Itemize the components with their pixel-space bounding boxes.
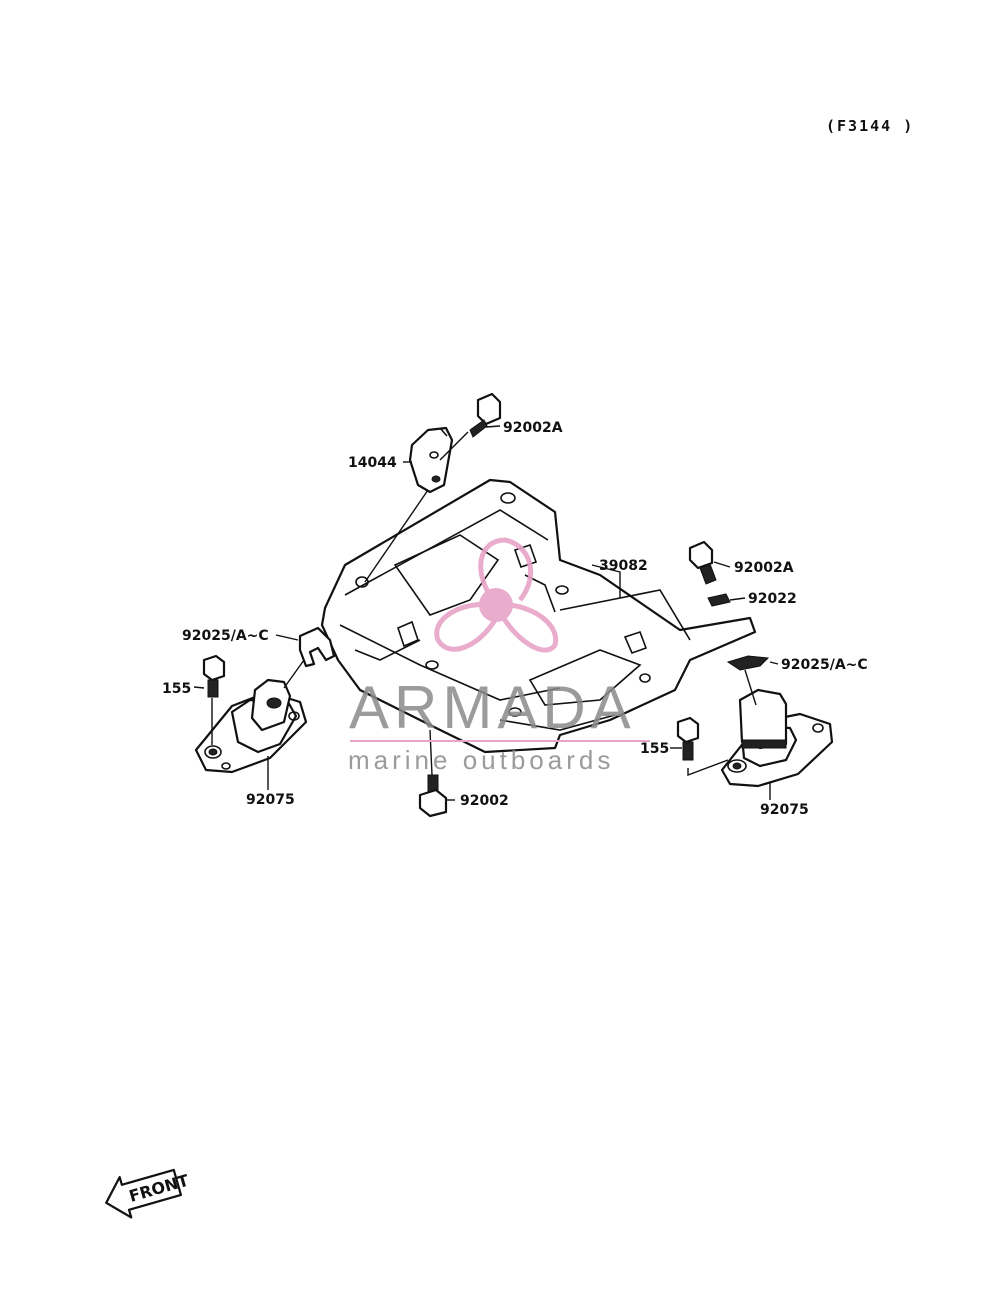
label-bolt-155-right: 155	[640, 741, 669, 757]
engine-mount-92075-right	[720, 688, 834, 788]
label-bolt-92002a-top: 92002A	[503, 420, 563, 436]
front-arrow-icon: FRONT	[105, 1168, 191, 1219]
label-plate-39082: 39082	[599, 558, 648, 574]
leader-lines	[193, 425, 779, 801]
diagram-ref-code: (F3144 )	[826, 117, 914, 135]
bolt-92002a-right	[688, 540, 717, 585]
watermark-title: ARMADA	[349, 674, 636, 741]
bolt-92002a-top	[469, 392, 502, 438]
watermark: ARMADA marine outboards	[348, 537, 650, 775]
label-bolt-92002a-right: 92002A	[734, 560, 794, 576]
label-mount-92075-left: 92075	[246, 792, 295, 808]
bolt-92002-bottom	[418, 774, 448, 818]
label-washer-92022: 92022	[748, 591, 797, 607]
label-bracket-14044: 14044	[348, 455, 397, 471]
label-bolt-155-left: 155	[162, 681, 191, 697]
propeller-logo-icon	[434, 537, 559, 653]
label-mount-92075-right: 92075	[760, 802, 809, 818]
label-shim-92025-left: 92025/A~C	[182, 628, 269, 644]
bolt-155-left	[202, 654, 226, 698]
watermark-subtitle: marine outboards	[348, 745, 614, 775]
bolt-155-right	[676, 716, 700, 761]
bracket-14044	[408, 426, 454, 494]
washer-92022	[707, 593, 731, 607]
label-shim-92025-right: 92025/A~C	[781, 657, 868, 673]
label-bolt-92002-bottom: 92002	[460, 793, 509, 809]
engine-mount-92075-left	[194, 678, 308, 774]
shim-92025-right	[726, 655, 770, 671]
